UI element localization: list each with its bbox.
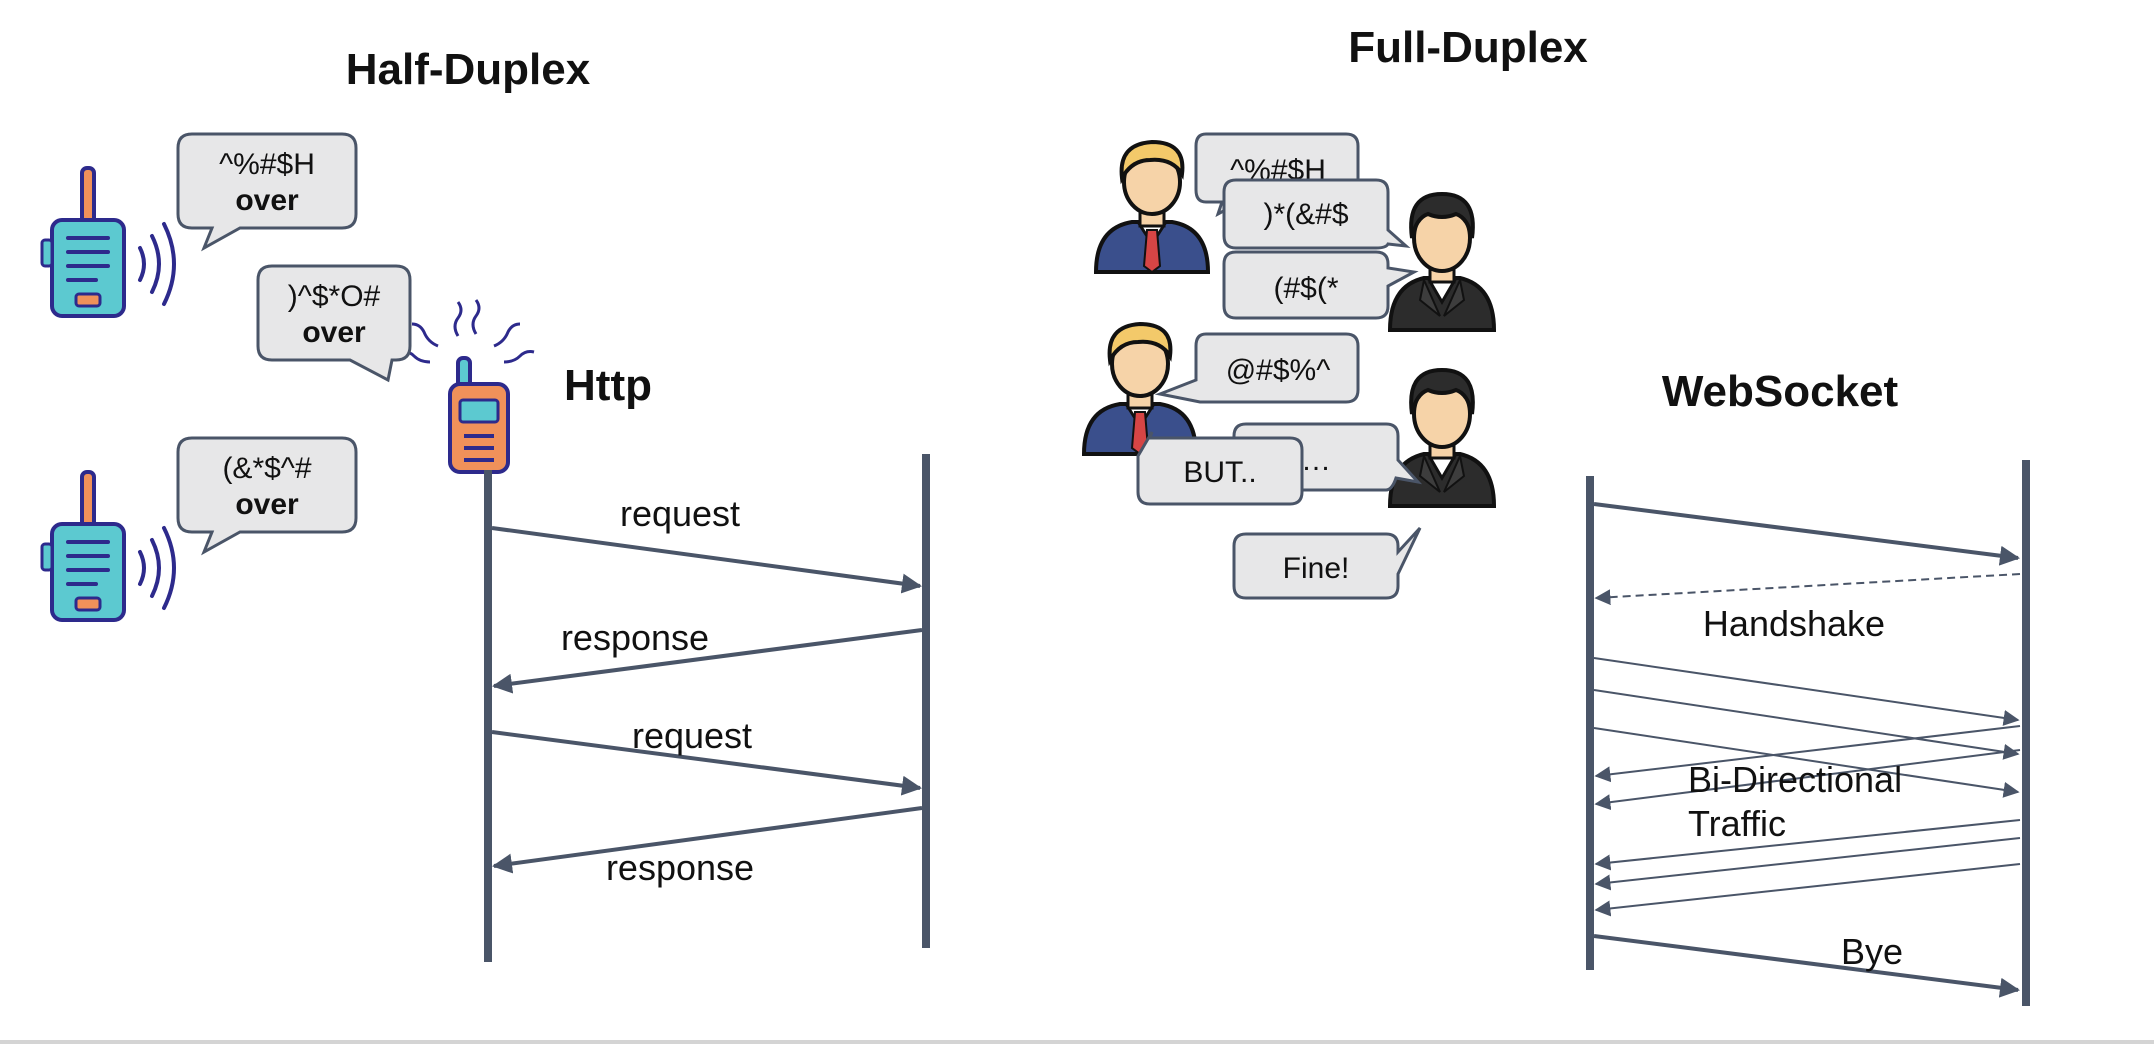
- websocket-title: WebSocket: [1662, 367, 1899, 416]
- ws-traffic-arrow: [1594, 863, 2021, 917]
- speech-bubble: Fine!: [1232, 526, 1422, 600]
- ws-traffic-arrow: [1594, 749, 2021, 811]
- bubble-line: ^%#$H: [219, 148, 315, 181]
- speech-bubble: @#$%^: [1154, 332, 1360, 404]
- ws-bidirectional-label: Bi-Directional: [1688, 759, 1902, 800]
- ws-handshake-request-arrow: [1593, 502, 2020, 566]
- http-request-arrow: [491, 730, 922, 796]
- businessman-icon: [1388, 368, 1496, 508]
- http-title: Http: [564, 361, 652, 410]
- bubble-text: BUT..: [1183, 456, 1256, 489]
- http-request-label: request: [620, 493, 740, 534]
- ws-traffic-arrow: [1594, 837, 2021, 891]
- ws-close-arrow: [1593, 934, 2020, 998]
- http-response-arrow: [492, 628, 923, 694]
- http-response-label: response: [561, 617, 709, 658]
- businessman-icon: [1094, 140, 1210, 274]
- ws-handshake-response-arrow: [1594, 573, 2021, 606]
- bubble-text: @#$%^: [1226, 354, 1331, 387]
- ws-traffic-arrow: [1593, 727, 2020, 798]
- speech-bubble: )^$*O# over: [256, 264, 412, 383]
- bubble-line: (&*$^#: [222, 452, 311, 485]
- businessman-icon: [1388, 192, 1496, 332]
- walkie-talkie-icon: [40, 470, 176, 622]
- bottom-divider: [0, 1040, 2154, 1044]
- ws-traffic-arrow: [1594, 819, 2021, 871]
- bubble-text: (#$(*: [1273, 272, 1338, 305]
- http-response-label: response: [606, 847, 754, 888]
- speech-bubble: (#$(*: [1222, 250, 1419, 320]
- ws-handshake-label: Handshake: [1703, 603, 1885, 644]
- walkie-talkie-icon: [40, 166, 176, 318]
- full-duplex-title: Full-Duplex: [1348, 23, 1588, 72]
- ws-traffic-label: Traffic: [1688, 803, 1786, 844]
- bubble-line-bold: over: [235, 488, 299, 521]
- ws-traffic-arrow: [1594, 725, 2021, 783]
- http-request-arrow: [491, 526, 922, 594]
- http-response-arrow: [492, 806, 923, 874]
- ws-bye-label: Bye: [1841, 931, 1903, 972]
- bubble-text: …: [1301, 444, 1331, 477]
- speech-bubble: ^%#$H over: [176, 132, 358, 252]
- speech-bubble: )*(&#$: [1222, 178, 1411, 250]
- bubble-text: Fine!: [1283, 552, 1350, 585]
- http-request-label: request: [632, 715, 752, 756]
- ws-traffic-arrow: [1593, 657, 2020, 726]
- bubble-line: )^$*O#: [288, 280, 381, 313]
- ws-traffic-arrow: [1593, 689, 2020, 760]
- bubble-text: )*(&#$: [1263, 198, 1348, 231]
- speech-bubble: BUT..: [1136, 431, 1304, 506]
- ringing-walkie-talkie-icon: [399, 299, 535, 474]
- half-duplex-title: Half-Duplex: [346, 45, 591, 94]
- bubble-line-bold: over: [302, 316, 366, 349]
- bubble-line-bold: over: [235, 184, 299, 217]
- speech-bubble: (&*$^# over: [176, 436, 358, 556]
